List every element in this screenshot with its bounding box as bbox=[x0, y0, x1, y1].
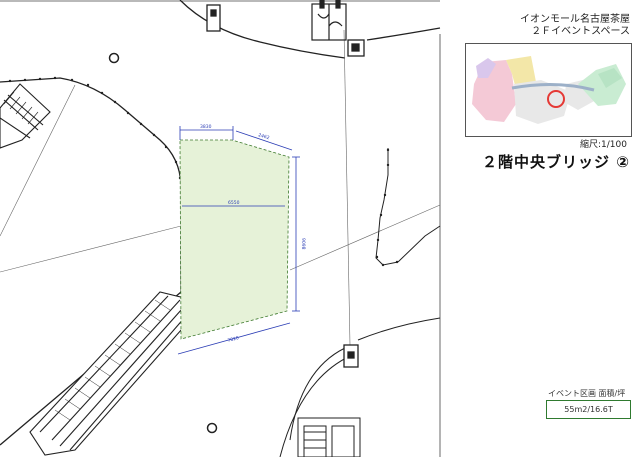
construction-lines bbox=[0, 29, 441, 346]
column-icon bbox=[206, 4, 365, 368]
lower-curves bbox=[279, 317, 441, 457]
locator-marker-icon bbox=[547, 90, 565, 108]
escalator-top-left bbox=[0, 83, 51, 149]
railing-beads bbox=[375, 148, 399, 267]
stair-icon bbox=[297, 417, 361, 457]
dimension-right: 9098 bbox=[300, 238, 306, 250]
dimension-labels: 3830 2462 6550 9098 7820 bbox=[200, 124, 306, 344]
place-title: ２階中央ブリッジ ② bbox=[482, 153, 630, 171]
escalator-bottom-left bbox=[29, 291, 207, 456]
escalator-top-left-steps bbox=[3, 91, 39, 125]
dimension-bottom: 7820 bbox=[227, 335, 240, 344]
dimension-top-left: 3830 bbox=[200, 124, 212, 130]
mall-name: イオンモール名古屋茶屋 bbox=[520, 14, 630, 25]
area-value-text: 55m2/16.6T bbox=[564, 405, 613, 414]
dimension-lines bbox=[177, 126, 300, 355]
event-area bbox=[179, 139, 290, 340]
door-icon bbox=[311, 0, 347, 41]
wall-beads bbox=[8, 76, 182, 180]
area-caption: イベント区画 面積/坪 bbox=[548, 389, 626, 398]
event-space-name: ２Ｆイベントスペース bbox=[531, 26, 630, 37]
area-value: 55m2/16.6T bbox=[546, 400, 631, 419]
escalator-bottom-left-steps bbox=[54, 299, 171, 421]
dimension-middle: 6550 bbox=[228, 200, 240, 206]
scale-label: 縮尺:1/100 bbox=[580, 140, 627, 150]
frame-lines bbox=[0, 0, 441, 457]
dimension-top-right: 2462 bbox=[257, 132, 270, 141]
locator-map bbox=[465, 43, 632, 137]
right-railing bbox=[375, 148, 441, 266]
locator-map-drawing bbox=[466, 44, 631, 136]
